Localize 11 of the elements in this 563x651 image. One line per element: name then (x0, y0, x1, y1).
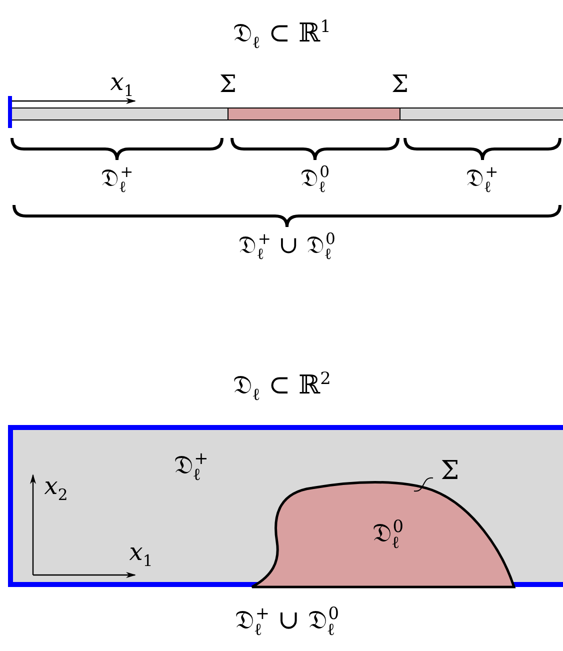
axis-label: x$_{1}$ (110, 70, 134, 100)
interface-label: Σ (392, 72, 408, 96)
axis-label: x$_{2}$ (44, 474, 68, 504)
domain-rectangle (8, 425, 563, 587)
set-formula: 𝔇$_{ℓ}$ ⊂ ℝ$^{1}$ (233, 18, 331, 51)
interface-label: Σ (440, 458, 460, 484)
set-formula: 𝔇$_{ℓ}$ ⊂ ℝ$^{2}$ (233, 370, 331, 403)
leader-line (414, 477, 434, 492)
subdomain-region (250, 478, 516, 587)
axis-label: x$_{1}$ (129, 540, 153, 570)
interface-label: Σ (220, 72, 236, 96)
